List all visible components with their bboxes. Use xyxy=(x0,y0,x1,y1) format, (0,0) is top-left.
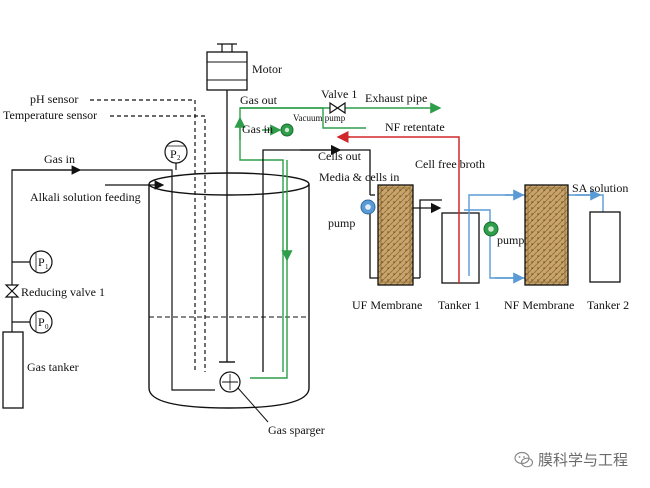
p2-label: P xyxy=(170,147,177,161)
tanker-1-label: Tanker 1 xyxy=(438,298,480,312)
reducing-valve-1 xyxy=(4,284,20,298)
nf-pump xyxy=(483,221,499,237)
gas-sparger-label: Gas sparger xyxy=(268,423,325,437)
cell-free-broth-label: Cell free broth xyxy=(415,157,485,171)
gas-tanker xyxy=(2,331,24,409)
nf-membrane-label: NF Membrane xyxy=(504,298,574,312)
p1-label: P xyxy=(38,255,45,269)
gas-tanker-label: Gas tanker xyxy=(27,360,79,374)
gas-out-label: Gas out xyxy=(240,93,278,107)
tanker-2-label: Tanker 2 xyxy=(587,298,629,312)
watermark-text: 膜科学与工程 xyxy=(537,451,628,469)
pressure-gauge-p0 xyxy=(12,310,53,334)
pressure-gauge-p1 xyxy=(12,250,53,274)
wechat-icon xyxy=(514,451,534,467)
alkali-label: Alkali solution feeding xyxy=(30,190,141,204)
p2-subscript: 2 xyxy=(177,154,181,162)
cells-loop-line xyxy=(262,144,442,372)
tanker-2 xyxy=(589,211,621,283)
tanker-1 xyxy=(441,212,480,284)
cells-out-label: Cells out xyxy=(318,149,362,163)
nf-retentate-label: NF retentate xyxy=(385,120,445,134)
motor xyxy=(206,43,248,91)
gas-sparger xyxy=(219,371,269,423)
ph-sensor-line xyxy=(90,99,196,372)
gas-out-line xyxy=(234,102,442,379)
temperature-sensor-line xyxy=(110,115,206,372)
uf-membrane xyxy=(377,184,414,286)
temperature-sensor-label: Temperature sensor xyxy=(3,108,97,122)
vacuum-pump xyxy=(280,123,294,137)
nf-retentate-line xyxy=(336,131,460,283)
p1-subscript: 1 xyxy=(45,263,49,271)
media-cells-in-label: Media & cells in xyxy=(319,170,399,184)
pressure-gauge-p2 xyxy=(164,140,188,170)
p0-label: P xyxy=(38,315,45,329)
valve-1 xyxy=(329,101,346,115)
ph-sensor-label: pH sensor xyxy=(30,92,78,106)
pump-left-label: pump xyxy=(328,216,355,230)
gas-in-left-label: Gas in xyxy=(44,152,75,166)
gas-in-line xyxy=(11,165,215,391)
exhaust-pipe-label: Exhaust pipe xyxy=(365,91,427,105)
p0-subscript: 0 xyxy=(45,323,49,331)
nf-membrane xyxy=(524,184,569,286)
motor-label: Motor xyxy=(252,62,282,76)
reducing-valve-label: Reducing valve 1 xyxy=(21,285,105,299)
gas-in-top-label: Gas in xyxy=(242,122,273,136)
vacuum-pump-label: Vacuum pump xyxy=(293,113,346,123)
fermenter-vessel xyxy=(148,172,310,409)
valve-1-label: Valve 1 xyxy=(321,87,357,101)
sa-solution-label: SA solution xyxy=(572,181,628,195)
pump-right-label: pump xyxy=(497,233,524,247)
uf-pump xyxy=(360,199,376,215)
nf-loop-line xyxy=(464,189,604,284)
watermark: 膜科学与工程 xyxy=(514,449,628,470)
uf-membrane-label: UF Membrane xyxy=(352,298,422,312)
